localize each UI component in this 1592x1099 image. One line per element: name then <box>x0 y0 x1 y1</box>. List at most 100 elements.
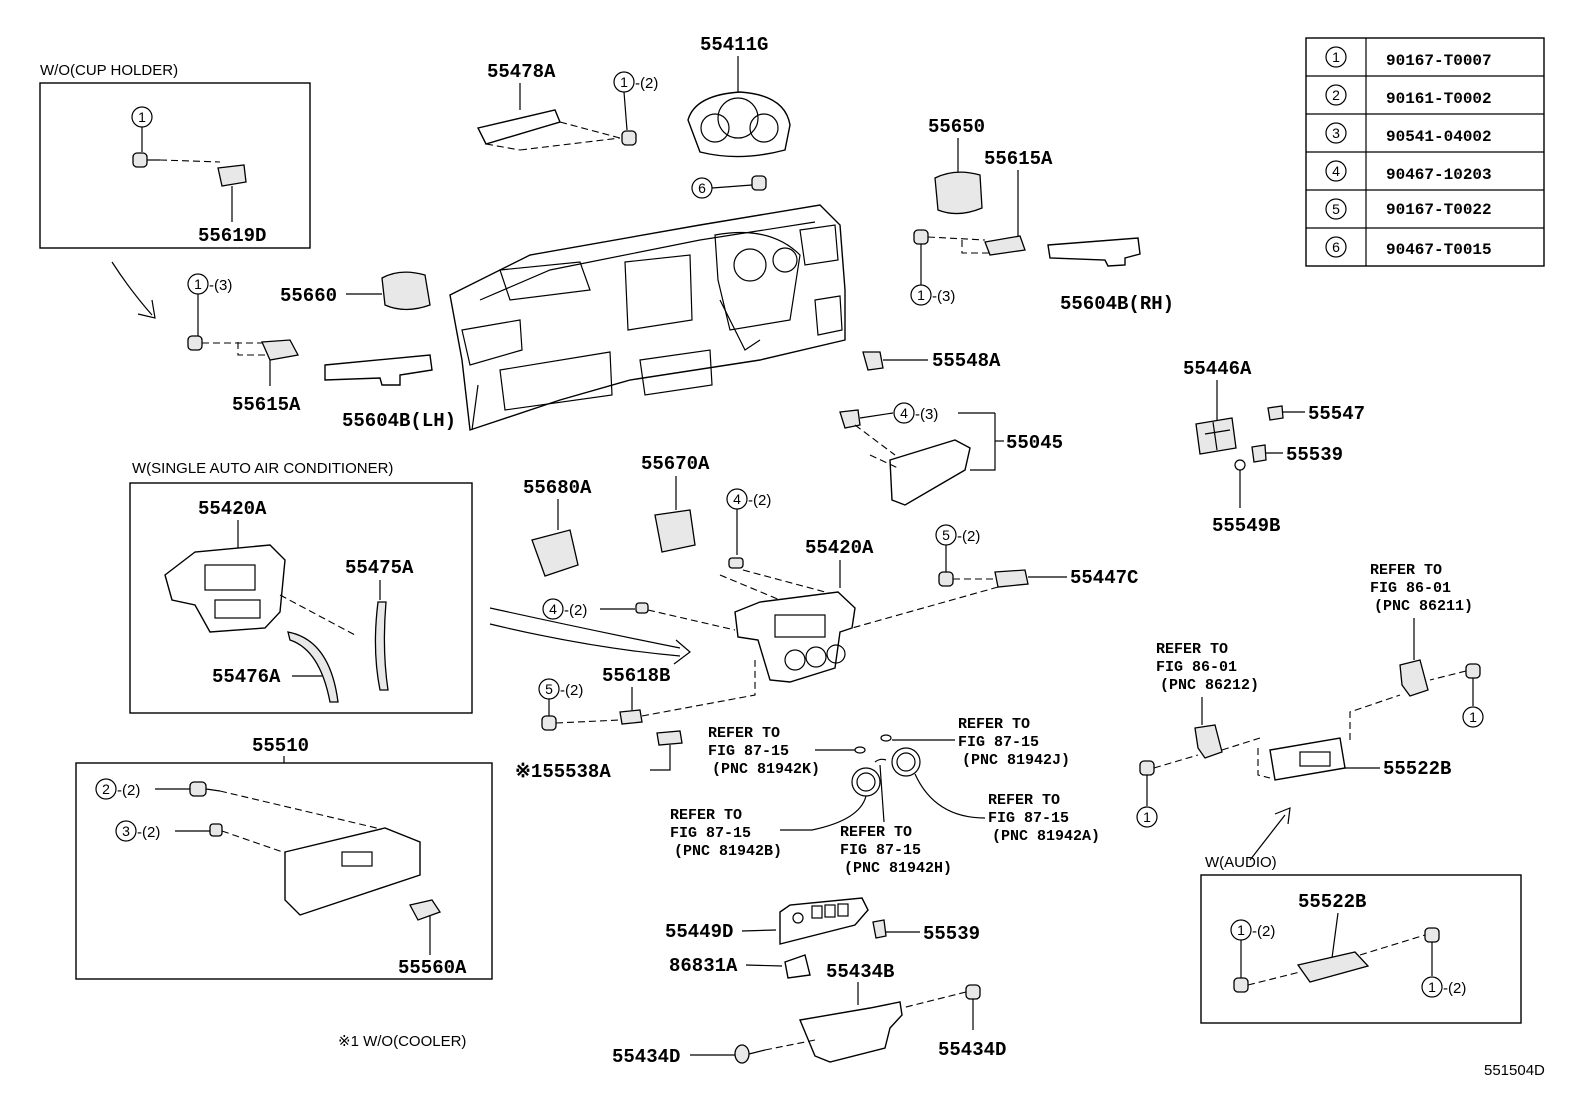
ref-81942B-line2: FIG 87-15 <box>670 825 751 842</box>
caption-w-single-auto-ac: W(SINGLE AUTO AIR CONDITIONER) <box>132 460 393 477</box>
part-label-55522B-box: 55522B <box>1298 891 1366 913</box>
fastener-callout-qty: -(2) <box>635 75 658 92</box>
fastener-callout-num: 1 <box>1469 709 1477 725</box>
fastener-callout-num: 5 <box>545 681 553 697</box>
vent-icon <box>381 271 431 311</box>
fastener-callout-qty: -(2) <box>560 682 583 699</box>
direction-arrows <box>111 261 691 665</box>
trim-strip-icon <box>287 631 339 703</box>
bolt-icon <box>913 229 929 245</box>
vent-icon <box>654 509 696 553</box>
part-label-55660: 55660 <box>280 285 337 307</box>
ref-86212-line3: (PNC 86212) <box>1160 677 1259 694</box>
clip-icon <box>209 823 223 837</box>
center-cover: 55478A 1 -(2) <box>476 61 658 151</box>
table-row-num: 6 <box>1332 239 1340 255</box>
table-row: 5 90167-T0022 <box>1325 198 1492 220</box>
part-label-55547: 55547 <box>1308 403 1365 425</box>
fastener-callout-num: 6 <box>698 180 706 196</box>
table-row-num: 1 <box>1332 49 1340 65</box>
table-row-num: 5 <box>1332 201 1340 217</box>
bolt-icon <box>1139 760 1155 776</box>
switch-ring-icon <box>891 747 921 777</box>
fastener-callout-qty: -(2) <box>117 782 140 799</box>
screw-icon <box>621 130 637 146</box>
fastener-table: 1 90167-T0007 2 90161-T0002 3 90541-0400… <box>1305 37 1545 267</box>
center-vents: 55680A 55670A <box>523 453 710 577</box>
trim-strip-icon <box>374 601 389 691</box>
part-label-55604B-rh: 55604B(RH) <box>1060 293 1174 315</box>
bolt-icon <box>187 335 203 351</box>
table-row-part: 90467-10203 <box>1386 166 1492 184</box>
ref-86212-line1: REFER TO <box>1156 641 1228 658</box>
ref-81942H-line3: (PNC 81942H) <box>844 860 952 877</box>
inset-audio: W(AUDIO) 55522B 1 -(2) 1 -(2) <box>1200 807 1522 1024</box>
audio-brackets: REFER TO FIG 86-01 (PNC 86211) 1 REFER T… <box>1136 562 1484 828</box>
part-label-55420A: 55420A <box>805 537 874 559</box>
clip-icon <box>862 351 884 371</box>
fastener-icon <box>734 1044 750 1064</box>
fastener-callout-qty: -(2) <box>957 528 980 545</box>
switch-ring-icon <box>851 767 881 797</box>
audio-bracket-icon <box>1296 951 1370 983</box>
part-label-55420A-box: 55420A <box>198 498 267 520</box>
part-label-55434B: 55434B <box>826 961 894 983</box>
part-label-55650: 55650 <box>928 116 985 138</box>
fastener-callout-num: 4 <box>733 491 741 507</box>
part-label-86831A: 86831A <box>669 955 738 977</box>
vent-icon <box>531 529 579 577</box>
meter-hood: 55411G 6 <box>687 34 791 199</box>
part-label-55434D-right: 55434D <box>938 1039 1006 1061</box>
side-vent-right: 55650 55615A 1 -(3) 55604B(RH) <box>910 116 1174 315</box>
part-label-55475A: 55475A <box>345 557 414 579</box>
screw-icon <box>541 715 557 731</box>
fastener-callout-qty: -(2) <box>1443 980 1466 997</box>
inset-cup-holder: W/O(CUP HOLDER) 1 55619D <box>39 62 311 249</box>
table-row: 6 90467-T0015 <box>1325 236 1492 259</box>
fastener-callout-num: 1 <box>620 74 628 90</box>
inset-single-auto-ac: W(SINGLE AUTO AIR CONDITIONER) 55420A 55… <box>129 460 473 714</box>
part-label-55449D: 55449D <box>665 921 733 943</box>
center-panel: 4 -(2) 55420A 4 -(2) 5 -(2) 55447C 5 -(2… <box>515 488 1138 783</box>
ref-81942A-line3: (PNC 81942A) <box>992 828 1100 845</box>
ref-81942J-line1: REFER TO <box>958 716 1030 733</box>
part-label-55615A-lh: 55615A <box>232 394 301 416</box>
footnote: ※1 W/O(COOLER) <box>338 1033 466 1050</box>
ref-81942H-line1: REFER TO <box>840 824 912 841</box>
bolt-icon <box>1465 663 1481 679</box>
fastener-callout-qty: -(3) <box>209 277 232 294</box>
caption-wo-cup-holder: W/O(CUP HOLDER) <box>40 62 178 79</box>
part-label-55539-bot: 55539 <box>923 923 980 945</box>
clip-icon <box>751 175 767 191</box>
table-row-num: 3 <box>1332 125 1340 141</box>
knee-bracket: 55548A 4 -(3) 55045 <box>839 350 1063 506</box>
table-row: 3 90541-04002 <box>1325 122 1492 146</box>
lower-cover-icon <box>889 439 971 506</box>
ref-81942K-line2: FIG 87-15 <box>708 743 789 760</box>
table-row-part: 90161-T0002 <box>1386 90 1492 108</box>
table-row-num: 2 <box>1332 87 1340 103</box>
part-label-55476A: 55476A <box>212 666 281 688</box>
part-label-55478A: 55478A <box>487 61 556 83</box>
ref-86212-line2: FIG 86-01 <box>1156 659 1237 676</box>
part-label-55680A: 55680A <box>523 477 592 499</box>
ref-86211-line2: FIG 86-01 <box>1370 580 1451 597</box>
part-label-55549B: 55549B <box>1212 515 1280 537</box>
fastener-callout-qty: -(2) <box>564 602 587 619</box>
switch-block-icon <box>1195 417 1237 455</box>
table-row: 1 90167-T0007 <box>1325 46 1492 70</box>
fastener-callout-num: 4 <box>900 405 908 421</box>
clip-icon <box>872 919 887 939</box>
bolt-icon <box>1424 927 1440 943</box>
part-label-55434D-left: 55434D <box>612 1046 680 1068</box>
table-row-part: 90541-04002 <box>1386 128 1492 146</box>
ref-81942H-line2: FIG 87-15 <box>840 842 921 859</box>
ref-81942B-line1: REFER TO <box>670 807 742 824</box>
ref-81942A-line1: REFER TO <box>988 792 1060 809</box>
switch-references: REFER TO FIG 87-15 (PNC 81942K) REFER TO… <box>670 716 1100 877</box>
part-label-55560A: 55560A <box>398 957 467 979</box>
part-label-55539-top: 55539 <box>1286 444 1343 466</box>
switch-panel-icon <box>779 897 869 945</box>
connector-icon <box>994 569 1029 588</box>
screw-icon <box>938 571 954 587</box>
